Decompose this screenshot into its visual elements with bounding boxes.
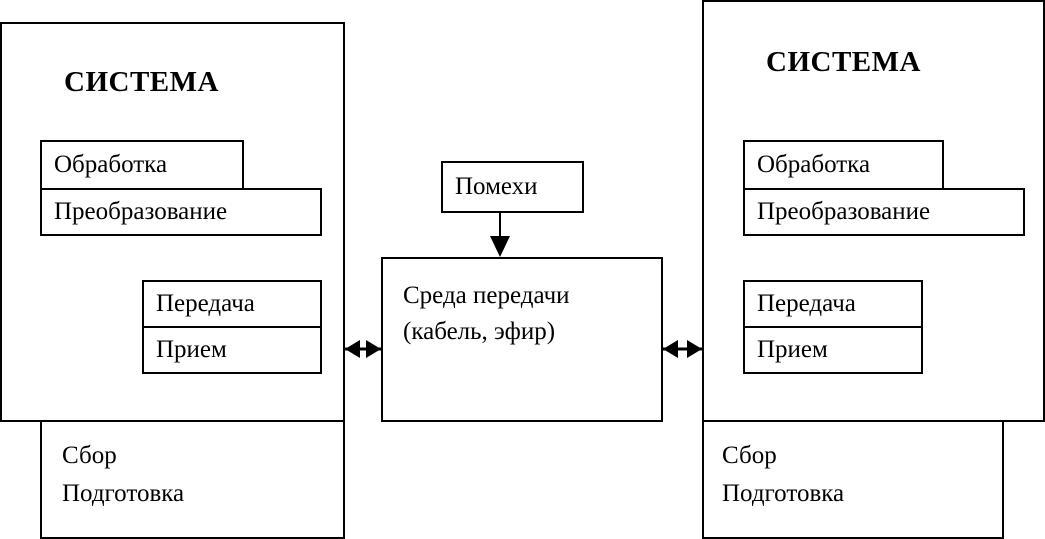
left-system-title: СИСТЕМА [64, 66, 219, 98]
left-bidirectional-arrow [345, 340, 381, 358]
right-bidirectional-arrow [663, 340, 702, 358]
medium-box [381, 257, 663, 422]
left-transmit-cell: Передача [142, 280, 322, 328]
medium-label-line2: (кабель, эфир) [403, 318, 556, 345]
right-collection-label: Сбор [722, 442, 777, 469]
right-preparation-label: Подготовка [722, 480, 845, 507]
noise-to-medium-arrow [490, 213, 510, 257]
right-processing-cell: Обработка [743, 140, 944, 190]
left-preparation-label: Подготовка [62, 480, 185, 507]
medium-label-line1: Среда передачи [403, 282, 570, 309]
left-receive-cell: Прием [142, 326, 322, 374]
right-system-title: СИСТЕМА [766, 46, 921, 78]
left-transformation-cell: Преобразование [40, 188, 322, 236]
noise-box [441, 161, 584, 213]
right-receive-cell: Прием [743, 326, 923, 374]
left-collection-label: Сбор [62, 442, 117, 469]
noise-label: Помехи [455, 173, 538, 200]
left-collection-box [40, 420, 345, 539]
right-collection-box [702, 420, 1004, 539]
right-transformation-cell: Преобразование [743, 188, 1025, 236]
